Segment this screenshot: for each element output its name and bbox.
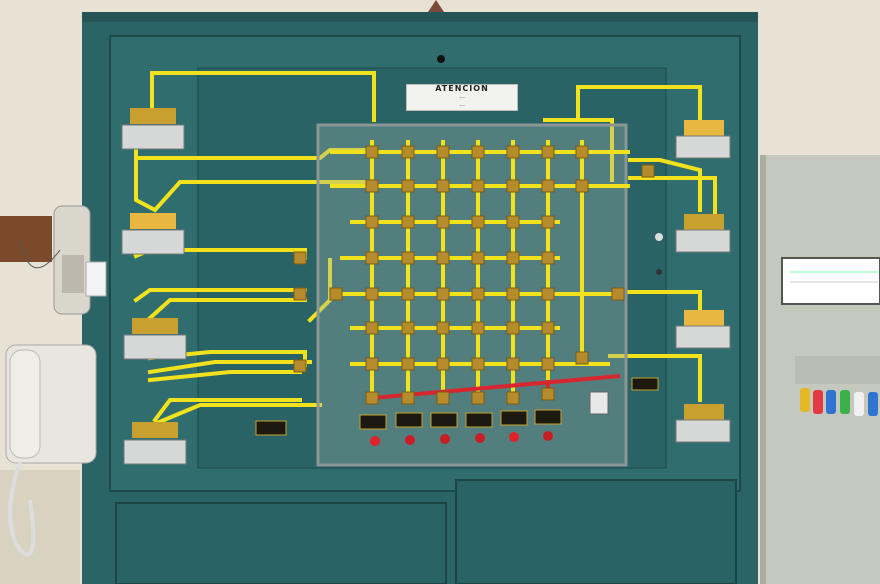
right-switch-boxes xyxy=(675,120,731,443)
warning-notice: ATENCION ... ... xyxy=(406,84,518,111)
wall-telephone-handset xyxy=(0,205,107,315)
notice-title: ATENCION xyxy=(435,84,489,93)
notice-line-1: ... xyxy=(459,93,465,100)
desk-telephone xyxy=(5,344,97,557)
control-cabinet xyxy=(82,0,758,584)
notice-line-2: ... xyxy=(459,101,465,108)
left-switch-boxes xyxy=(121,108,187,465)
junction-nodes xyxy=(293,145,655,405)
right-equipment-cabinet xyxy=(760,155,880,584)
status-indicator-row xyxy=(255,233,663,446)
key-rack xyxy=(800,388,878,416)
